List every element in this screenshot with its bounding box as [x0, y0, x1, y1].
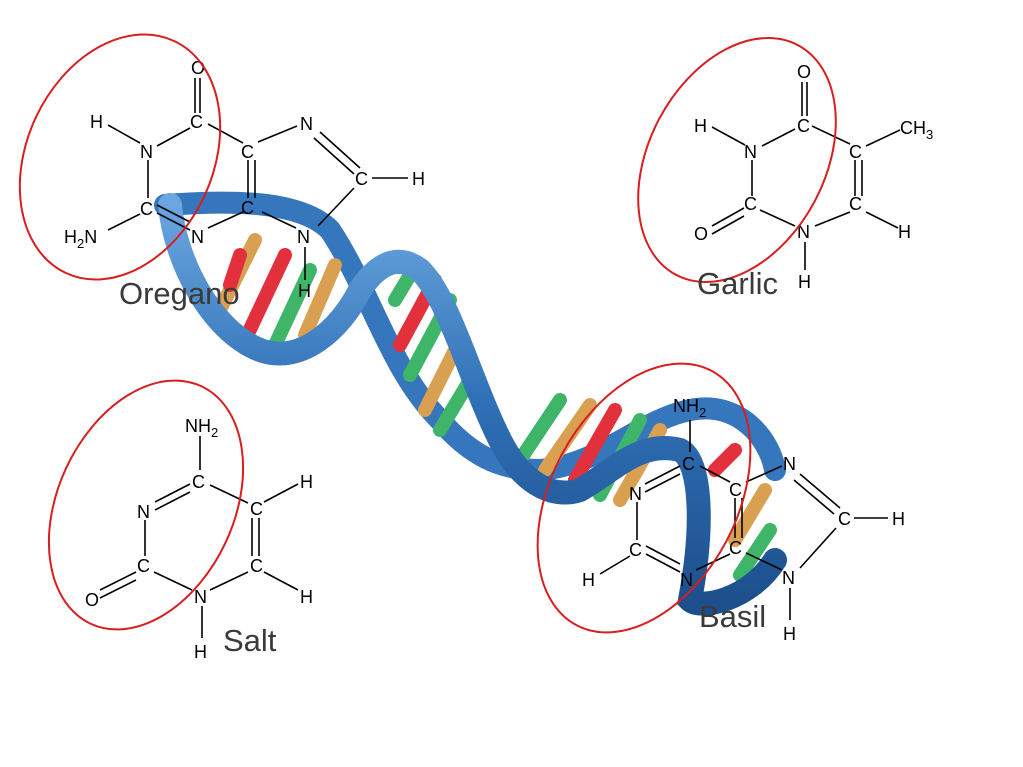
atom-c: C	[241, 198, 254, 218]
atom-h: H	[582, 570, 595, 590]
atom-c: C	[744, 194, 757, 214]
atom-h: H	[298, 281, 311, 301]
label-salt: Salt	[223, 623, 277, 658]
rung	[568, 403, 622, 487]
atom-h: H	[898, 222, 911, 242]
atom-c: C	[729, 538, 742, 558]
atom-o: O	[85, 590, 99, 610]
atom-h: H	[300, 587, 313, 607]
helix-strand-back	[154, 191, 786, 482]
atom-c: C	[682, 454, 695, 474]
atom-n: N	[300, 114, 313, 134]
highlight-ellipse-salt	[47, 379, 245, 631]
atom-c: C	[838, 509, 851, 529]
atom-h: H	[90, 112, 103, 132]
atom-c: C	[140, 199, 153, 219]
atom-n: N	[140, 142, 153, 162]
helix-strand-front	[158, 193, 787, 616]
molecule-garlic: O C H N C O N C C CH3 H H	[694, 62, 933, 292]
atom-nh2: NH2	[185, 416, 218, 440]
atom-h: H	[798, 272, 811, 292]
atom-n: N	[191, 227, 204, 247]
atom-n: N	[194, 587, 207, 607]
rung	[268, 263, 317, 352]
molecule-salt: NH2 C N C O N C C H H H	[85, 416, 313, 662]
atom-nh2: NH2	[673, 396, 706, 420]
atom-o: O	[191, 58, 205, 78]
atom-ch3: CH3	[900, 118, 933, 142]
atom-h: H	[194, 642, 207, 662]
highlight-ellipse-garlic	[637, 37, 837, 283]
atom-c: C	[849, 194, 862, 214]
atom-c: C	[849, 142, 862, 162]
dna-helix	[154, 191, 787, 616]
atom-n: N	[297, 227, 310, 247]
atom-n: N	[680, 570, 693, 590]
atom-o: O	[694, 224, 708, 244]
highlight-ellipses	[18, 33, 837, 634]
atom-h: H	[412, 169, 425, 189]
atom-h2n: H2N	[64, 227, 97, 251]
helix-rungs	[208, 233, 777, 582]
highlight-ellipse-oregano	[18, 33, 222, 281]
atom-n: N	[782, 568, 795, 588]
atom-h: H	[694, 116, 707, 136]
highlight-ellipse-basil	[536, 362, 752, 634]
rung	[388, 268, 417, 307]
atom-n: N	[629, 484, 642, 504]
rung	[223, 248, 247, 292]
atom-c: C	[629, 540, 642, 560]
atom-n: N	[137, 502, 150, 522]
atom-c: C	[797, 116, 810, 136]
rung	[708, 443, 742, 477]
rung	[733, 523, 777, 582]
rung	[538, 398, 597, 477]
atom-c: C	[190, 112, 203, 132]
atom-c: C	[250, 499, 263, 519]
label-basil: Basil	[699, 599, 767, 634]
label-garlic: Garlic	[697, 266, 778, 301]
atom-c: C	[192, 472, 205, 492]
atom-c: C	[241, 142, 254, 162]
molecule-basil: NH2 C N C H N C C N C H N H	[582, 396, 905, 644]
molecule-oregano: O C H N C H2N N C C N C H N H	[64, 58, 425, 301]
atom-c: C	[355, 169, 368, 189]
rung	[298, 258, 342, 342]
rung	[728, 483, 772, 547]
rung	[513, 393, 567, 467]
atom-h: H	[300, 472, 313, 492]
label-oregano: Oregano	[119, 276, 240, 311]
atom-c: C	[137, 556, 150, 576]
atom-n: N	[797, 222, 810, 242]
atom-n: N	[744, 142, 757, 162]
atom-o: O	[797, 62, 811, 82]
atom-c: C	[729, 480, 742, 500]
atom-c: C	[250, 556, 263, 576]
atom-h: H	[783, 624, 796, 644]
rung	[238, 248, 292, 347]
atom-n: N	[783, 454, 796, 474]
atom-h: H	[892, 509, 905, 529]
